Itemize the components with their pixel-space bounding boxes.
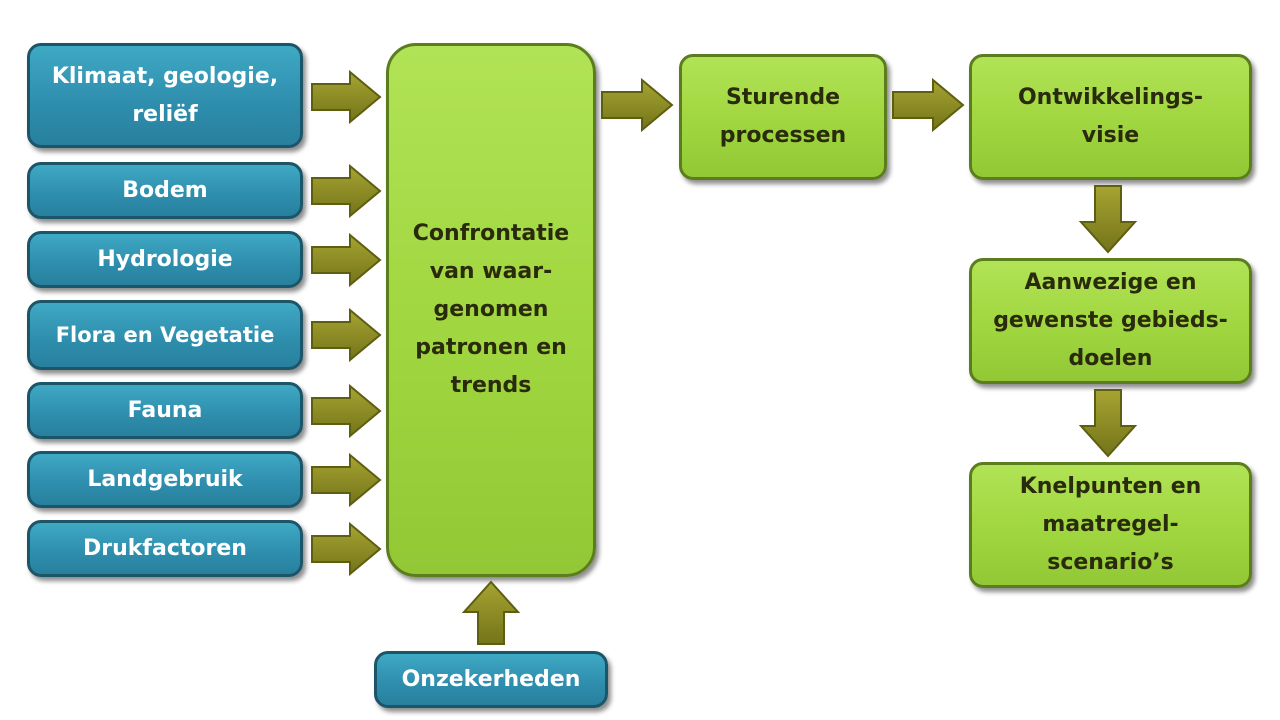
box-landgebruik: Landgebruik [27, 451, 303, 508]
arrow-right-icon [311, 232, 382, 288]
arrow-right-icon [311, 383, 382, 439]
box-onzekerheden-label: Onzekerheden [401, 666, 581, 692]
arrow-right-icon [311, 163, 382, 219]
box-landgebruik-label: Landgebruik [87, 466, 243, 492]
box-gebiedsdoelen: Aanwezige en gewenste gebieds-doelen [969, 258, 1252, 384]
box-fauna: Fauna [27, 382, 303, 439]
arrow-down-icon [1078, 389, 1138, 458]
box-ontwikkeling-label: Ontwikkelings-visie [1017, 85, 1204, 148]
box-knelpunten: Knelpunten en maatregel-scenario’s [969, 462, 1252, 588]
box-sturende-label: Sturende processen [719, 85, 847, 148]
arrow-right-icon [892, 77, 965, 133]
box-drukfactoren-label: Drukfactoren [83, 535, 247, 561]
box-bodem-label: Bodem [122, 177, 208, 203]
arrow-right-icon [601, 77, 674, 133]
box-ontwikkelingsvisie: Ontwikkelings-visie [969, 54, 1252, 180]
box-onzekerheden: Onzekerheden [374, 651, 608, 708]
box-bodem: Bodem [27, 162, 303, 219]
box-flora-label: Flora en Vegetatie [55, 323, 275, 347]
box-fauna-label: Fauna [127, 397, 203, 423]
box-drukfactoren: Drukfactoren [27, 520, 303, 577]
arrow-down-icon [1078, 185, 1138, 254]
box-doelen-label: Aanwezige en gewenste gebieds-doelen [993, 270, 1228, 371]
box-knelpunten-label: Knelpunten en maatregel-scenario’s [1019, 474, 1202, 575]
arrow-right-icon [311, 452, 382, 508]
box-hydrologie: Hydrologie [27, 231, 303, 288]
box-klimaat-label: Klimaat, geologie, reliëf [51, 63, 279, 127]
box-hydrologie-label: Hydrologie [97, 246, 233, 272]
arrow-up-icon [461, 580, 521, 645]
arrow-right-icon [311, 521, 382, 577]
box-confrontatie: Confrontatie van waar-genomen patronen e… [386, 43, 596, 577]
box-sturende-processen: Sturende processen [679, 54, 887, 180]
box-klimaat: Klimaat, geologie, reliëf [27, 43, 303, 148]
box-flora: Flora en Vegetatie [27, 300, 303, 370]
arrow-right-icon [311, 307, 382, 363]
box-confrontatie-label: Confrontatie van waar-genomen patronen e… [412, 221, 570, 398]
arrow-right-icon [311, 69, 382, 125]
